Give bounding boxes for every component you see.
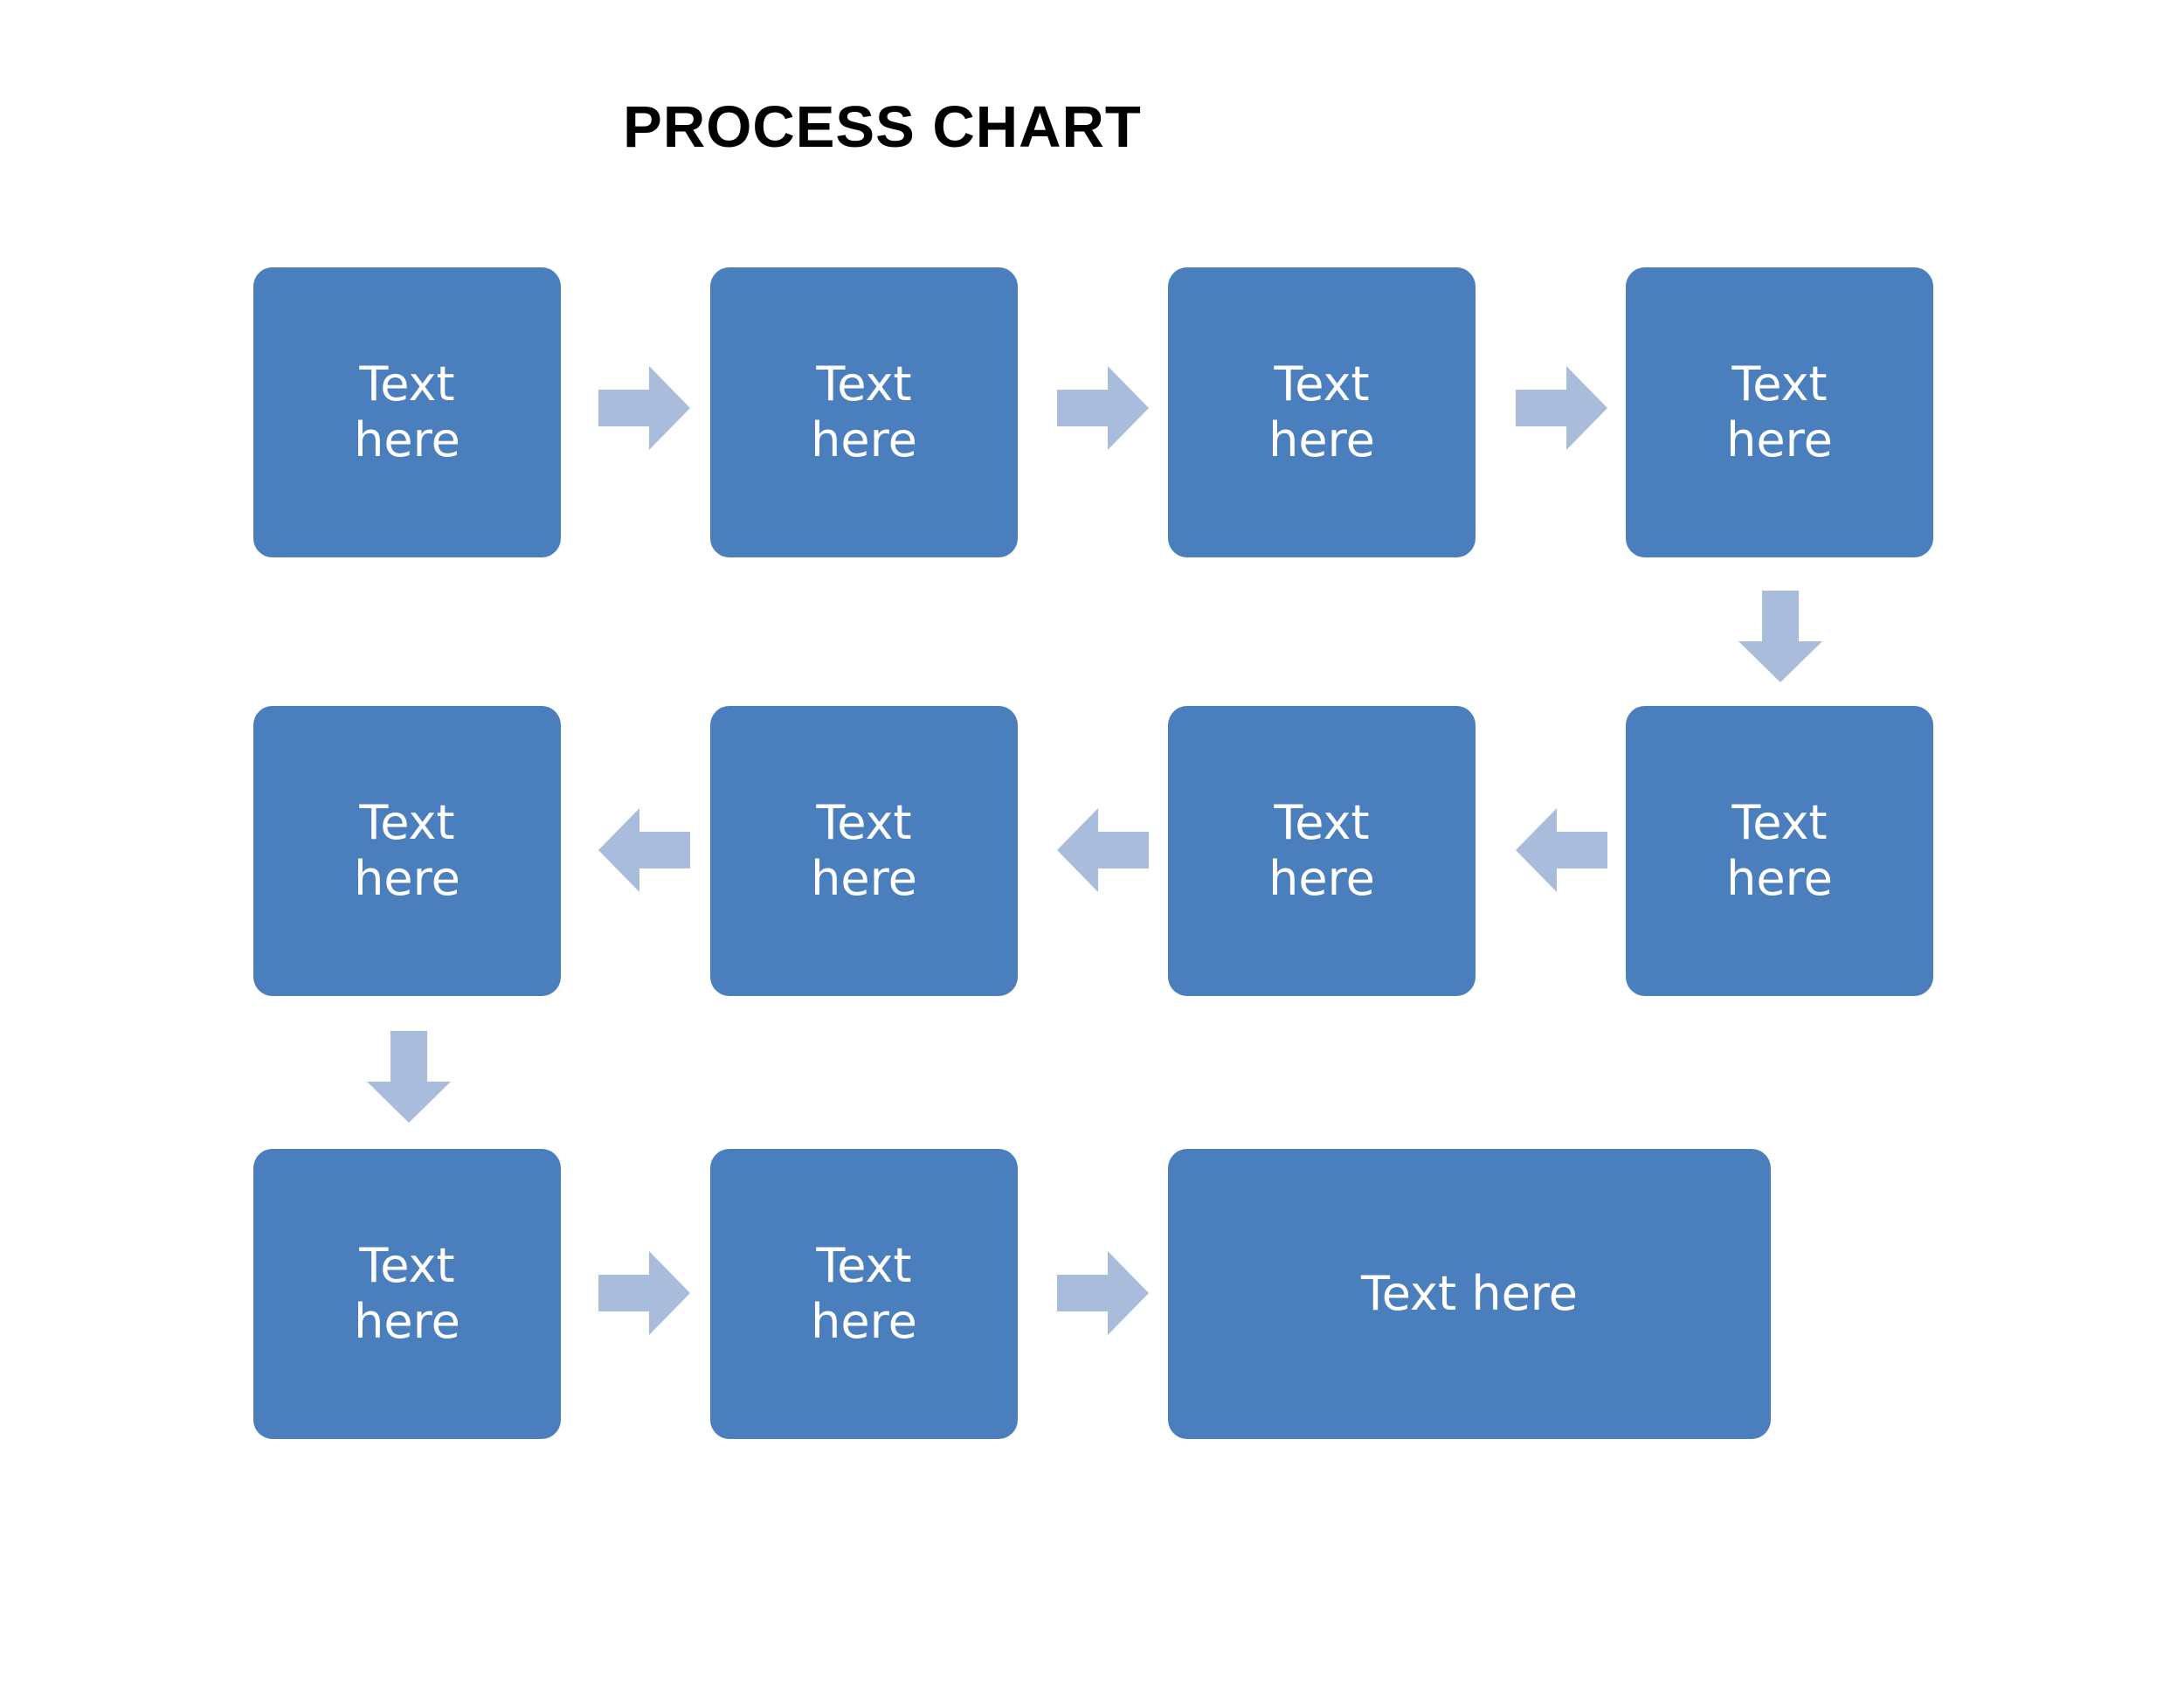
- process-box-label: Text here: [1726, 356, 1833, 467]
- arrow-down-icon: [367, 1031, 451, 1123]
- process-box-r1c3[interactable]: Text here: [1168, 267, 1476, 557]
- process-box-r1c1[interactable]: Text here: [253, 267, 561, 557]
- process-box-r2c1[interactable]: Text here: [253, 706, 561, 996]
- arrow-down-icon: [1738, 591, 1822, 682]
- arrow-right-icon: [1516, 366, 1607, 450]
- page-title: PROCESS CHART: [623, 94, 1142, 160]
- process-box-label: Text here: [1268, 356, 1375, 467]
- process-box-label: Text here: [811, 356, 917, 467]
- process-box-r3c2[interactable]: Text here: [710, 1149, 1018, 1439]
- process-box-r3c3[interactable]: Text here: [1168, 1149, 1771, 1439]
- process-box-r2c2[interactable]: Text here: [710, 706, 1018, 996]
- process-box-label: Text here: [1360, 1266, 1579, 1322]
- process-box-label: Text here: [1268, 795, 1375, 906]
- arrow-right-icon: [598, 1251, 690, 1335]
- arrow-right-icon: [1057, 366, 1149, 450]
- process-box-label: Text here: [354, 1238, 460, 1349]
- arrow-right-icon: [1057, 1251, 1149, 1335]
- process-box-r3c1[interactable]: Text here: [253, 1149, 561, 1439]
- process-box-r2c4[interactable]: Text here: [1626, 706, 1933, 996]
- process-box-r1c2[interactable]: Text here: [710, 267, 1018, 557]
- process-box-r1c4[interactable]: Text here: [1626, 267, 1933, 557]
- process-box-label: Text here: [354, 356, 460, 467]
- process-box-label: Text here: [1726, 795, 1833, 906]
- arrow-left-icon: [1516, 808, 1607, 892]
- process-box-label: Text here: [354, 795, 460, 906]
- arrow-left-icon: [598, 808, 690, 892]
- process-box-label: Text here: [811, 1238, 917, 1349]
- arrow-left-icon: [1057, 808, 1149, 892]
- process-box-label: Text here: [811, 795, 917, 906]
- arrow-right-icon: [598, 366, 690, 450]
- process-box-r2c3[interactable]: Text here: [1168, 706, 1476, 996]
